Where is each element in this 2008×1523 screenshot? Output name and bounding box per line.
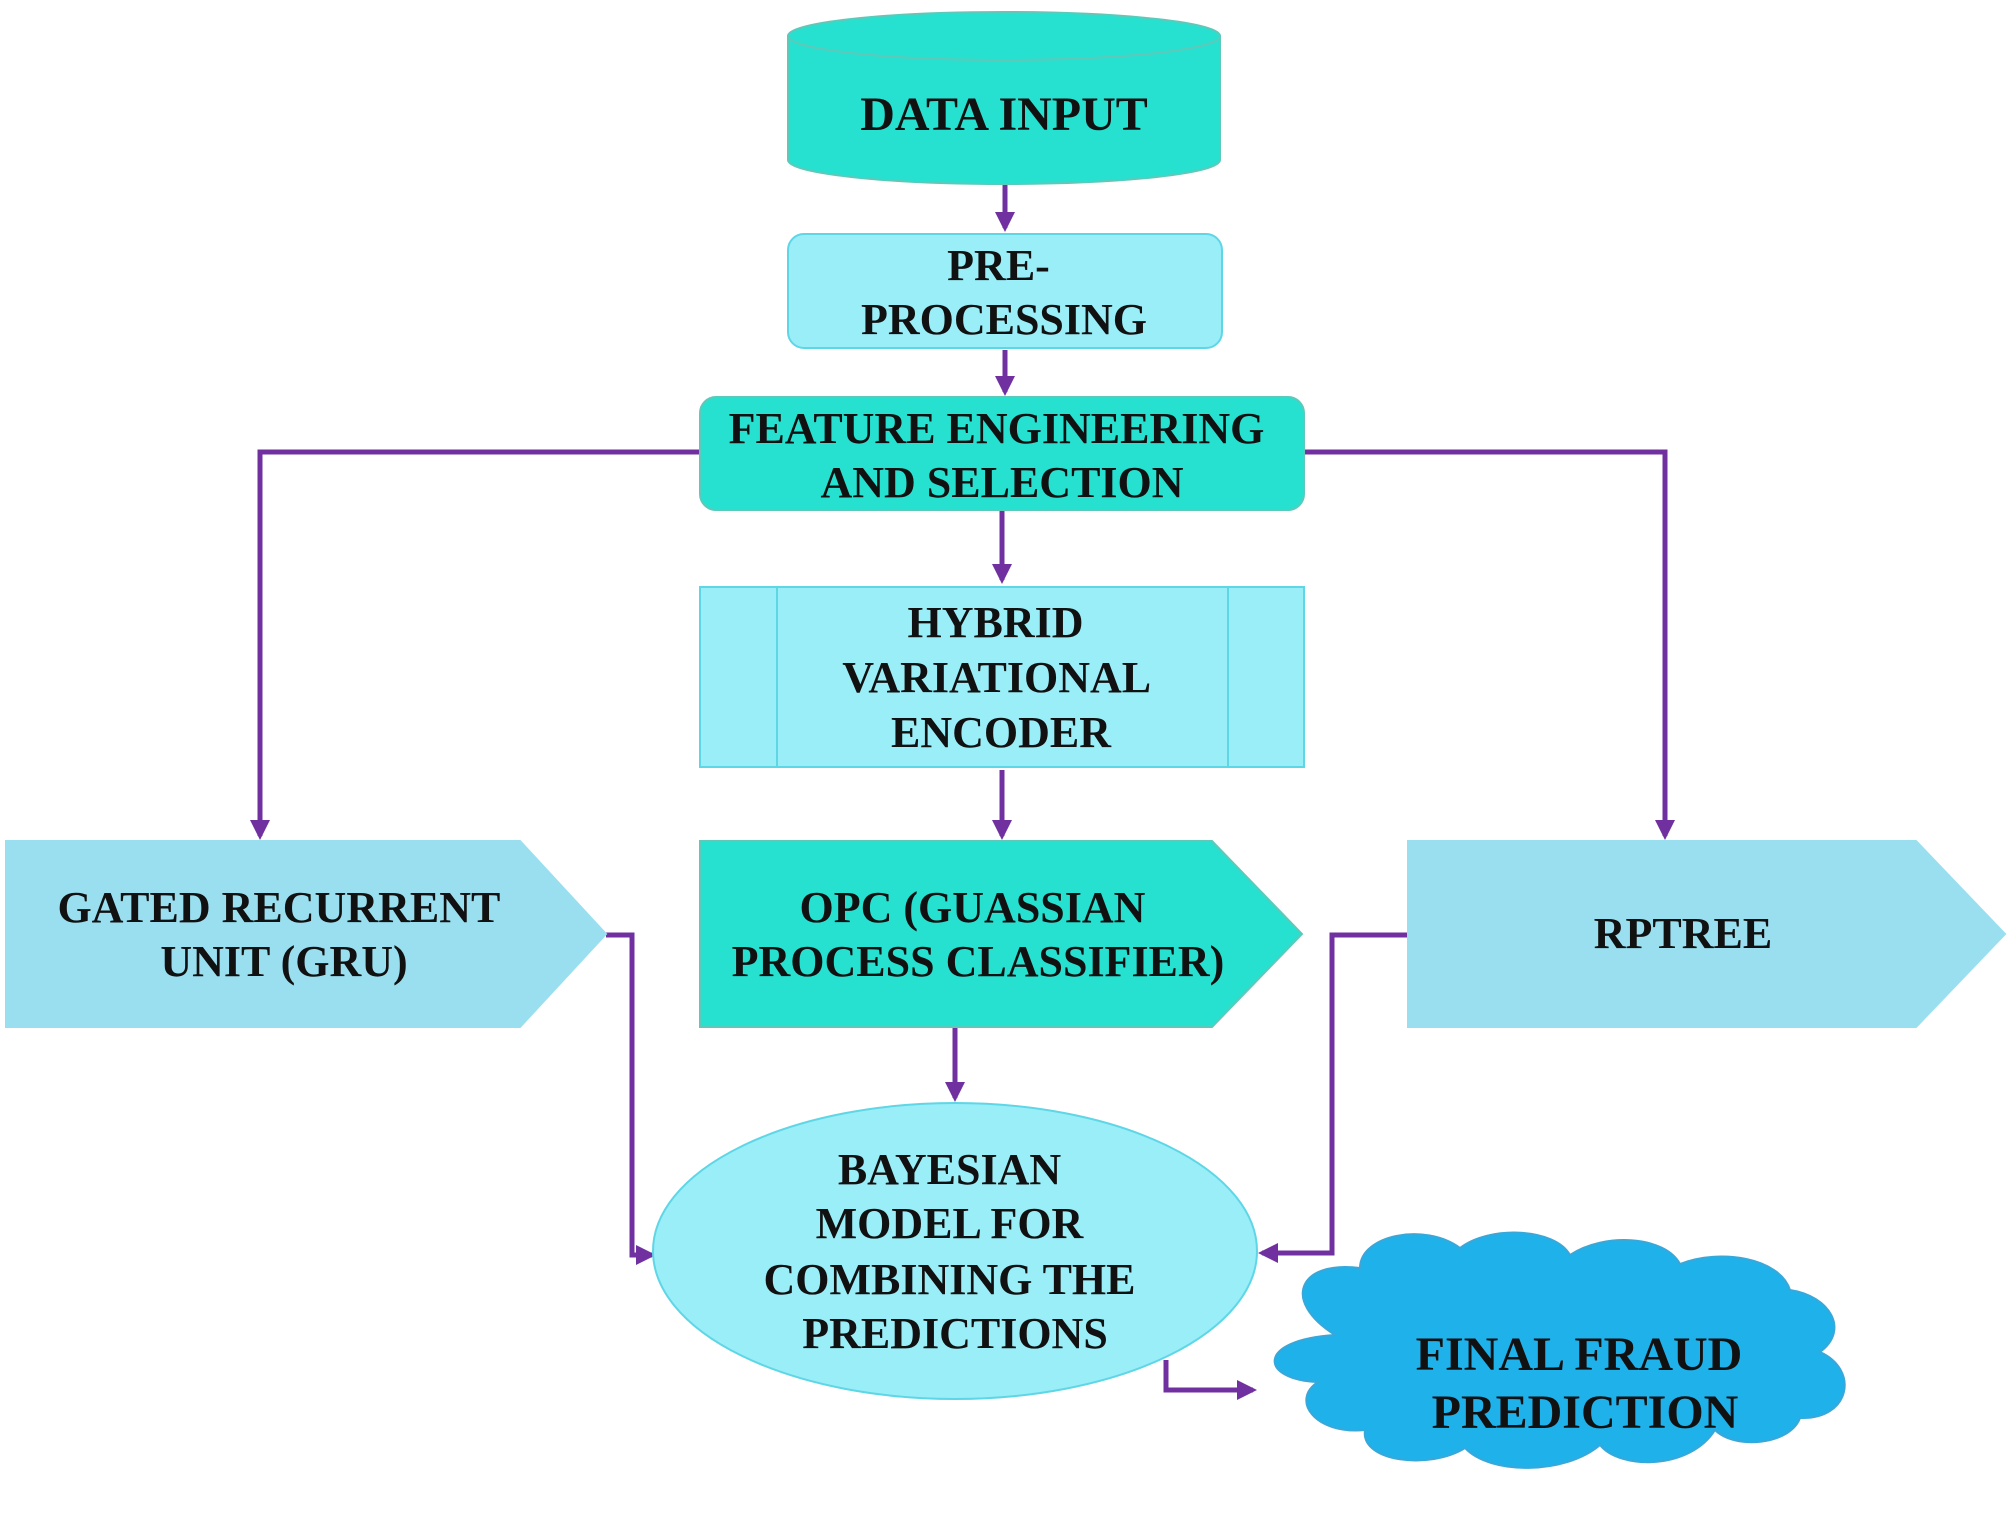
hybrid-encoder-box xyxy=(699,586,1305,768)
data-input-label: DATA INPUT xyxy=(860,88,1148,141)
final-cloud xyxy=(1273,1231,1846,1469)
edge-rptree-to-bayesian xyxy=(1258,932,1408,1263)
node-bayesian: BAYESIAN MODEL FOR COMBINING THE PREDICT… xyxy=(652,1102,1258,1400)
node-hybrid-encoder: HYBRID VARIATIONAL ENCODER xyxy=(699,586,1305,768)
gru-label: GATED RECURRENT UNIT (GRU) xyxy=(57,883,510,986)
edge-feature-engineering-to-rptree xyxy=(1305,449,1675,840)
data-input-cylinder-top xyxy=(787,11,1221,61)
data-input-cylinder-body xyxy=(787,35,1221,185)
edge-bayesian-to-final xyxy=(1163,1360,1257,1400)
opc-label: OPC (GUASSIAN PROCESS CLASSIFIER) xyxy=(732,883,1225,986)
node-pre-processing: PRE- PROCESSING xyxy=(787,233,1223,349)
rptree-label: RPTREE xyxy=(1594,909,1772,958)
bayesian-ellipse xyxy=(652,1102,1258,1400)
edges-group xyxy=(250,185,1675,1400)
node-opc: OPC (GUASSIAN PROCESS CLASSIFIER) xyxy=(699,840,1304,1028)
edge-feature-engineering-to-gru xyxy=(250,449,700,840)
opc-pentagon xyxy=(699,840,1304,1028)
node-data-input: DATA INPUT xyxy=(787,11,1221,185)
hybrid-encoder-label: HYBRID VARIATIONAL ENCODER xyxy=(842,598,1159,757)
node-final: FINAL FRAUD PREDICTION xyxy=(1273,1231,1846,1469)
rptree-pentagon xyxy=(1407,840,2007,1028)
pre-processing-label: PRE- PROCESSING xyxy=(861,241,1147,344)
feature-engineering-box xyxy=(699,396,1305,511)
edge-gru-to-bayesian xyxy=(606,932,656,1265)
node-rptree: RPTREE xyxy=(1407,840,2007,1028)
pre-processing-box xyxy=(787,233,1223,349)
feature-engineering-label: FEATURE ENGINEERING AND SELECTION xyxy=(729,404,1276,507)
bayesian-label: BAYESIAN MODEL FOR COMBINING THE PREDICT… xyxy=(763,1145,1146,1358)
final-label: FINAL FRAUD PREDICTION xyxy=(1416,1328,1755,1439)
node-gru: GATED RECURRENT UNIT (GRU) xyxy=(5,840,608,1028)
gru-pentagon xyxy=(5,840,608,1028)
node-feature-engineering: FEATURE ENGINEERING AND SELECTION xyxy=(699,396,1305,511)
